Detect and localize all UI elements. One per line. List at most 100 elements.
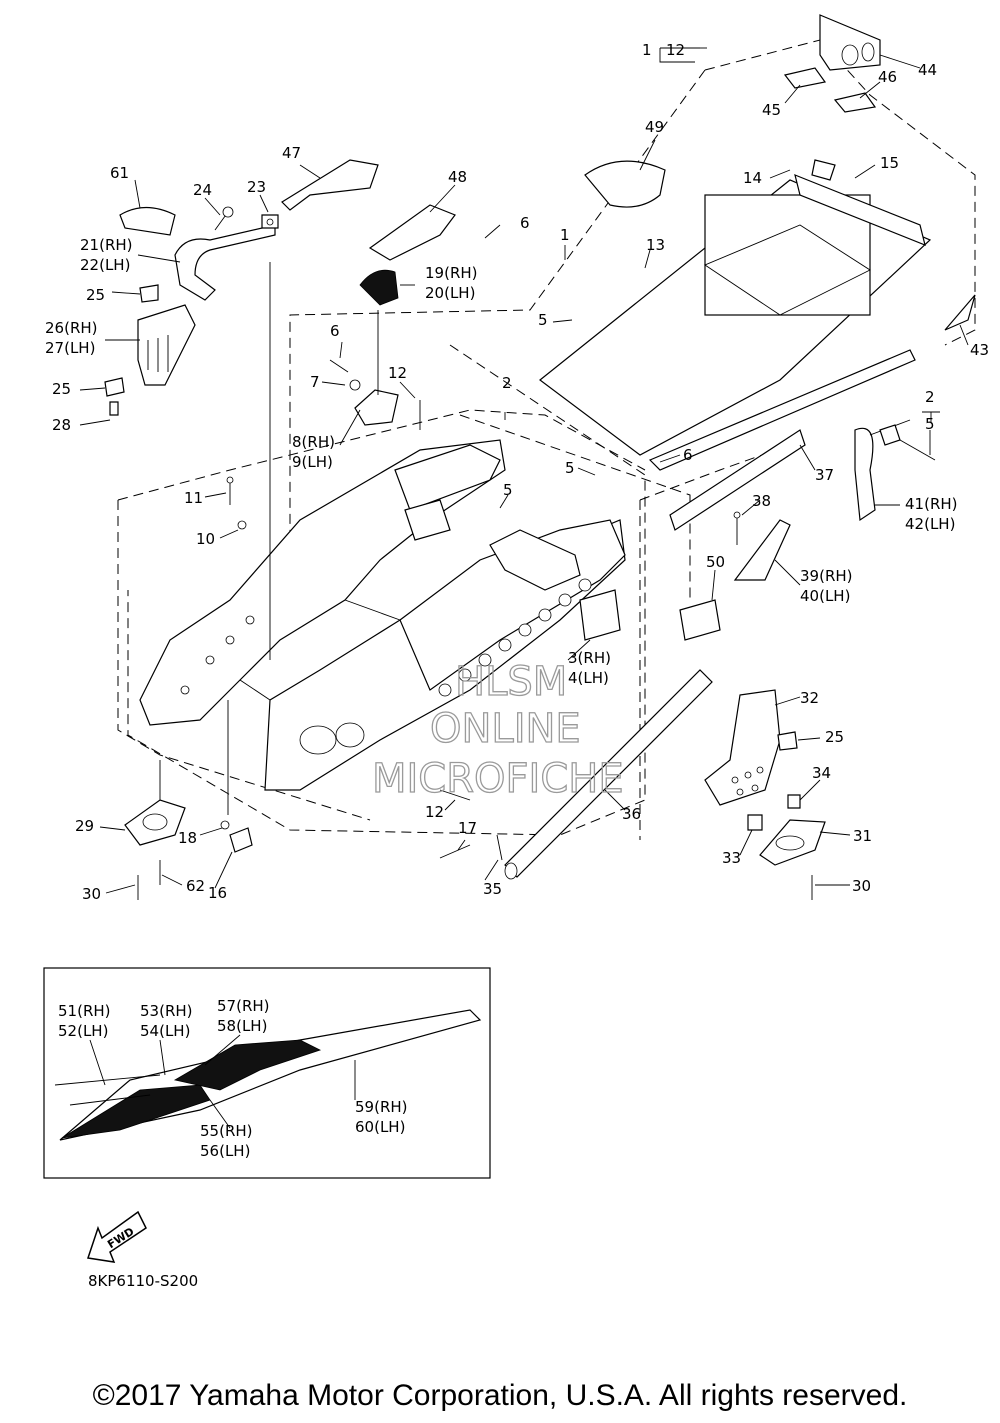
bracket-8-9 (354, 389, 399, 426)
bracket-26-27 (137, 304, 196, 386)
diagram-code: 8KP6110-S200 (88, 1272, 199, 1290)
callout-label: 30 (852, 877, 871, 895)
callout-label: 49 (645, 118, 664, 136)
callout-label: 6 (520, 214, 530, 232)
screw-10 (237, 520, 247, 530)
callout-label: 30 (82, 885, 101, 903)
rail-37 (648, 349, 916, 471)
pad-49 (584, 160, 666, 208)
watermark-line1: HLSM (455, 659, 567, 705)
nut-25-upper (139, 284, 159, 303)
callout-label: 6 (330, 322, 340, 340)
callout-label: 27(LH) (45, 339, 95, 357)
bracket-3-4 (579, 589, 621, 641)
rivet-6-mid (329, 359, 349, 373)
bracket-21-22 (174, 224, 276, 301)
callout-label: 41(RH) (905, 495, 958, 513)
block-50 (679, 599, 721, 641)
inset-callout: 58(LH) (217, 1017, 267, 1035)
inset-callout: 59(RH) (355, 1098, 408, 1116)
callout-label: 1 (642, 41, 652, 59)
callout-label: 11 (184, 489, 203, 507)
callout-label: 1 (560, 226, 570, 244)
callout-label: 40(LH) (800, 587, 850, 605)
callout-label: 45 (762, 101, 781, 119)
callout-label: 16 (208, 884, 227, 902)
callout-label: 37 (815, 466, 834, 484)
bolt-34 (787, 794, 801, 809)
watermark: HLSM ONLINE MICROFICHE (371, 658, 624, 802)
inset-callout: 54(LH) (140, 1022, 190, 1040)
callout-label: 6 (683, 446, 693, 464)
callout-label: 25 (825, 728, 844, 746)
rail-panel-lower (669, 429, 806, 531)
callout-label: 43 (970, 341, 989, 359)
callout-label: 2 (502, 374, 512, 392)
bolt-24 (214, 206, 234, 231)
callout-label: 36 (622, 805, 641, 823)
cover-61 (119, 206, 176, 236)
callout-label: 38 (752, 492, 771, 510)
callout-label: 5 (503, 481, 513, 499)
inset-callout: 52(LH) (58, 1022, 108, 1040)
callout-label: 28 (52, 416, 71, 434)
cover-31 (759, 819, 826, 866)
callout-label: 46 (878, 68, 897, 86)
callout-label: 39(RH) (800, 567, 853, 585)
screw-5-right (879, 424, 936, 461)
chassis-tunnel (139, 439, 626, 791)
fwd-arrow-icon: FWD (87, 1210, 147, 1263)
rail-15 (794, 159, 926, 246)
bracket-39-40 (733, 519, 791, 581)
callout-label: 26(RH) (45, 319, 98, 337)
nut-25-right (777, 731, 798, 751)
callout-label: 33 (722, 849, 741, 867)
callout-label: 13 (646, 236, 665, 254)
inset-callout: 57(RH) (217, 997, 270, 1015)
rivet-12-lower (439, 789, 471, 801)
cover-19-20 (359, 269, 399, 306)
callout-label: 29 (75, 817, 94, 835)
callout-label: 4(LH) (568, 669, 609, 687)
callout-label: 7 (310, 373, 320, 391)
callout-label: 23 (247, 178, 266, 196)
callout-label: 3(RH) (568, 649, 611, 667)
callout-label: 2 (925, 388, 935, 406)
callout-label: 22(LH) (80, 256, 130, 274)
tube-36 (504, 669, 713, 880)
callout-label: 24 (193, 181, 212, 199)
nut-25-lower (104, 377, 125, 397)
callout-label: 35 (483, 880, 502, 898)
rivet-35 (496, 834, 503, 861)
inset-callout: 55(RH) (200, 1122, 253, 1140)
seat-panel-13 (539, 179, 932, 456)
callout-label: 5 (925, 415, 935, 433)
callout-label: 25 (52, 380, 71, 398)
inset-callout: 56(LH) (200, 1142, 250, 1160)
callout-label: 19(RH) (425, 264, 478, 282)
pad-47 (281, 159, 379, 211)
callout-label: 17 (458, 819, 477, 837)
footrest-32 (704, 689, 781, 806)
callout-label: 34 (812, 764, 831, 782)
callout-label: 62 (186, 877, 205, 895)
callout-label: 10 (196, 530, 215, 548)
screw-18 (220, 820, 230, 830)
callout-label: 14 (743, 169, 762, 187)
callout-labels: 1 12 44 45 46 49 47 48 61 24 23 21(RH) 2… (45, 41, 989, 903)
bracket-43 (944, 294, 976, 331)
bolt-28 (109, 401, 119, 416)
inset-callout: 60(LH) (355, 1118, 405, 1136)
watermark-line3: MICROFICHE (372, 756, 624, 802)
inset-callout: 51(RH) (58, 1002, 111, 1020)
callout-label: 5 (565, 459, 575, 477)
callout-label: 18 (178, 829, 197, 847)
pad-45 (783, 67, 827, 89)
nut-7 (349, 379, 361, 391)
pad-48 (368, 204, 456, 261)
bracket-16 (229, 827, 253, 853)
cover-29 (124, 799, 186, 846)
bracket-44 (819, 14, 881, 71)
callout-label: 61 (110, 164, 129, 182)
